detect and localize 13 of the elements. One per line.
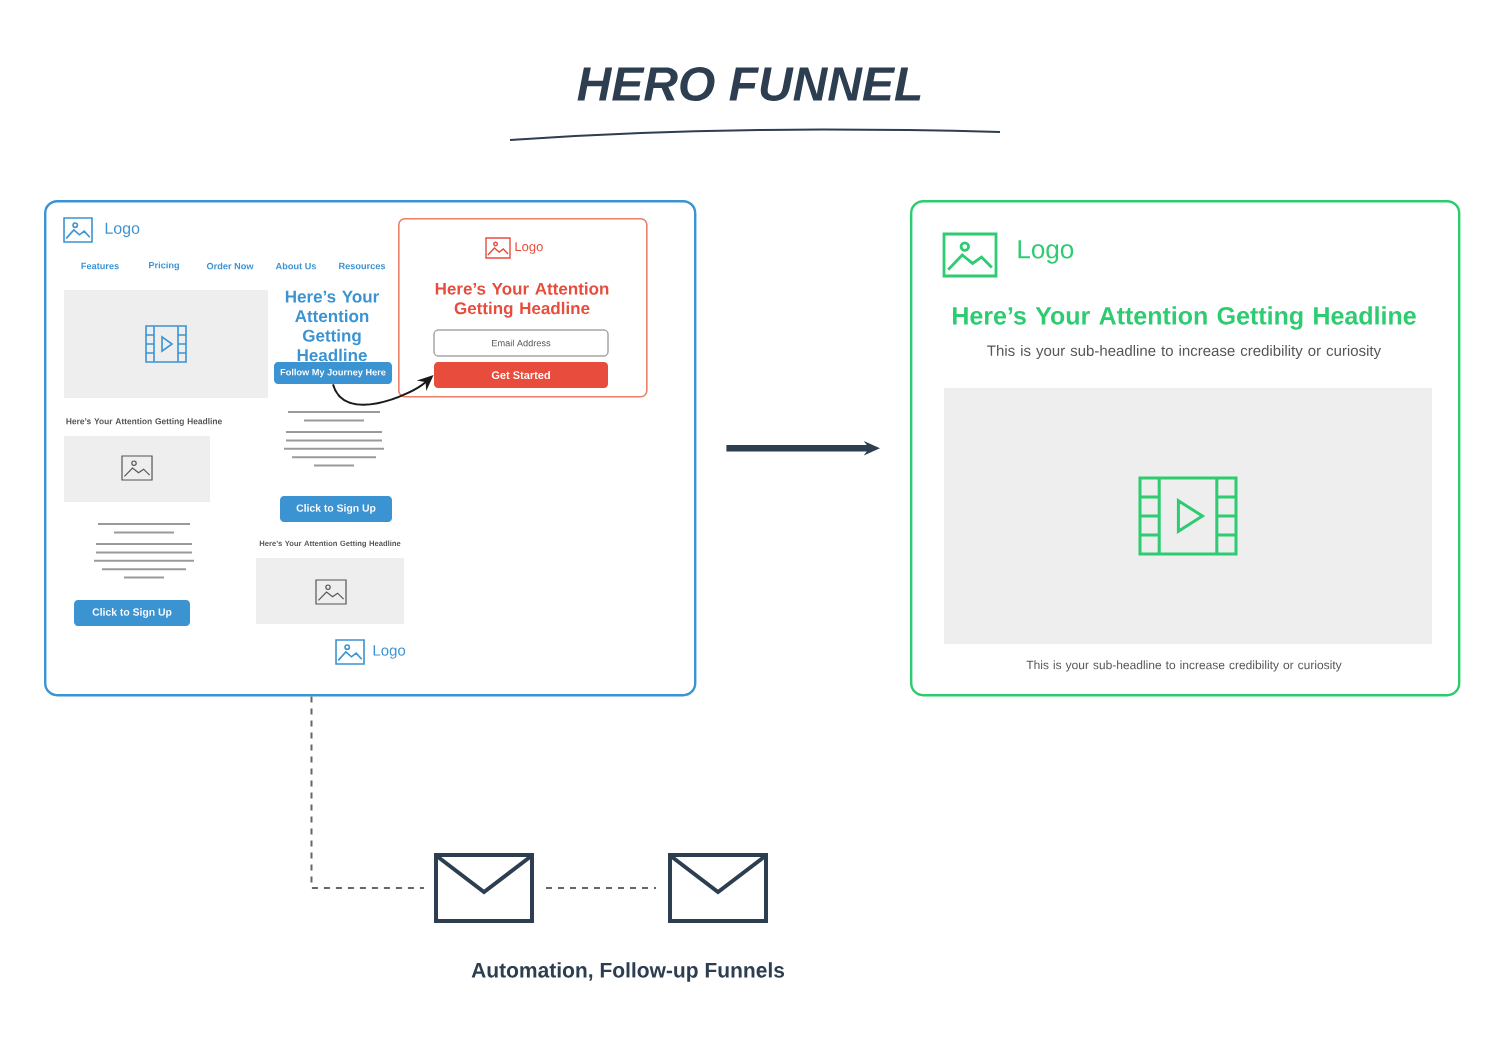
placeholder-word: Logo	[1018, 240, 1074, 264]
envelope-icon	[434, 853, 534, 923]
web-page-frame	[910, 200, 1461, 697]
headline: Here’s Your Attention Getting Headline	[953, 306, 1416, 330]
connector	[545, 887, 657, 889]
placeholder-word: Logo	[105, 222, 140, 238]
web-page-frame	[44, 200, 697, 697]
headline: Here’s Your Attention Getting Headline	[285, 290, 379, 362]
headline: Here’s Your Attention Getting Headline	[435, 282, 609, 318]
caption-text: Automation, Follow-up Funnels	[471, 962, 785, 982]
title: HERO FUNNEL	[577, 67, 921, 101]
envelope-icon	[668, 853, 768, 923]
connector	[310, 695, 425, 889]
